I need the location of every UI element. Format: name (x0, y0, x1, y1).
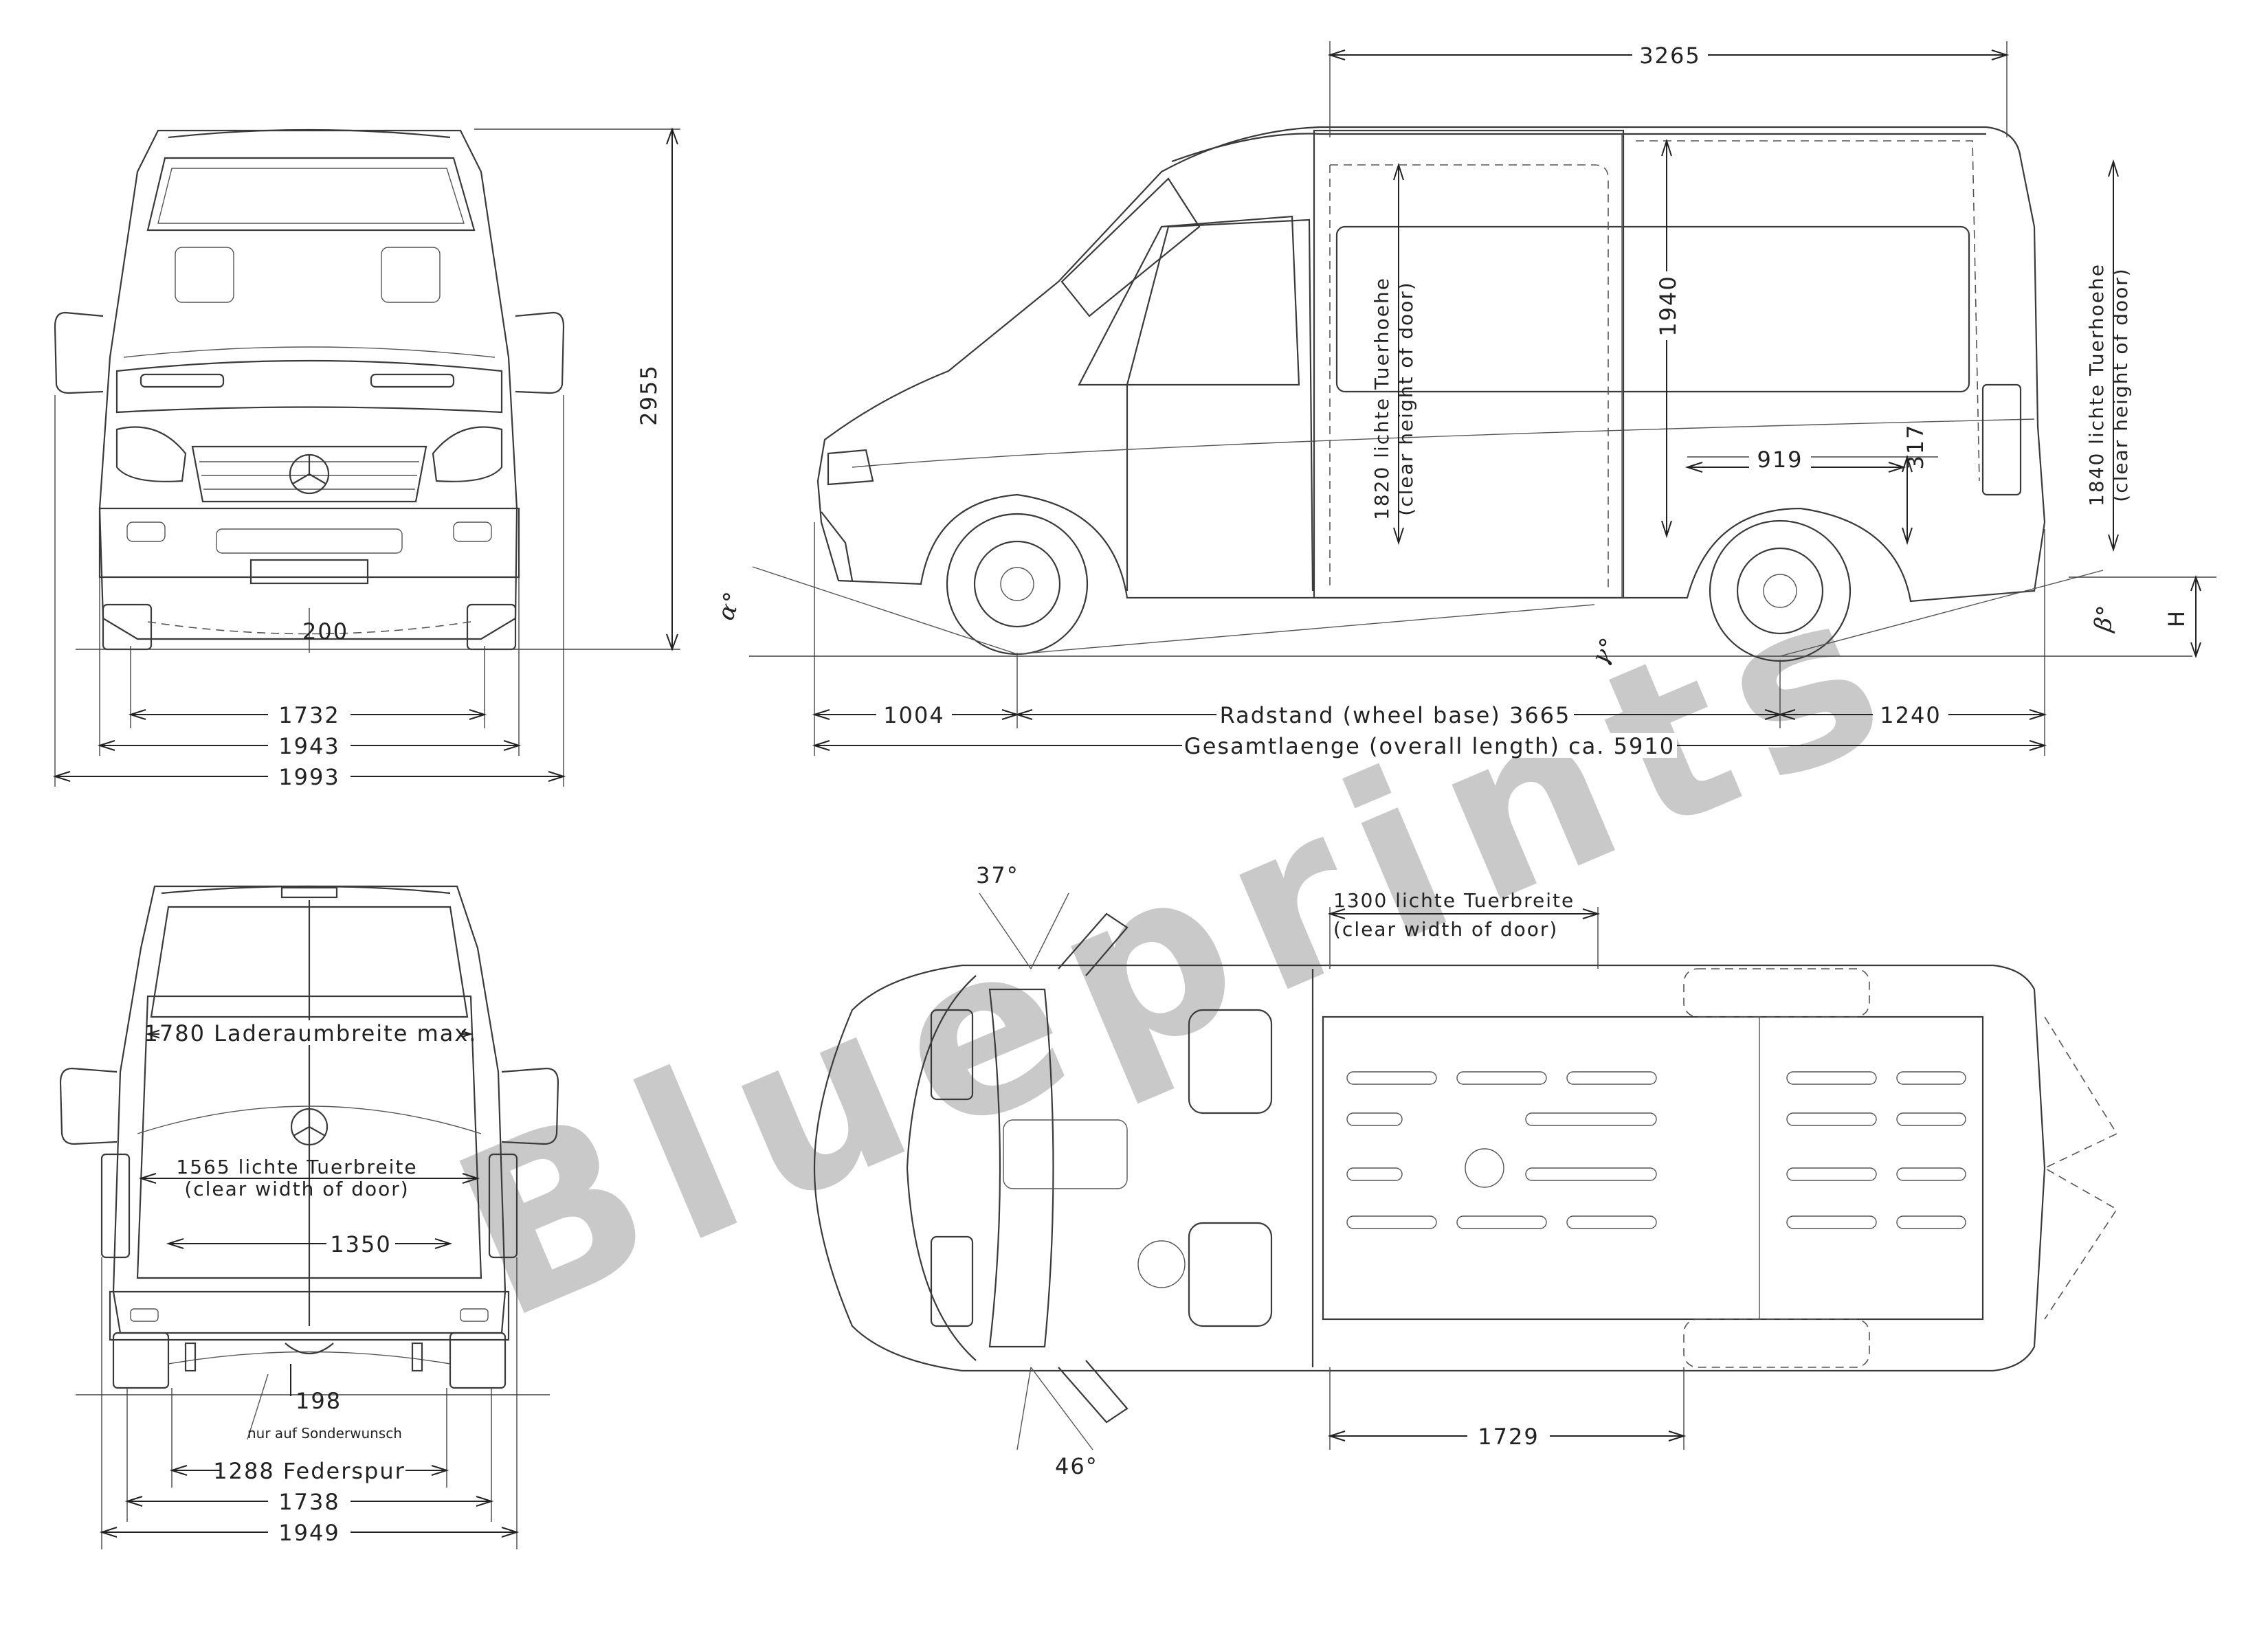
rear-mirror-width-label: 1949 (278, 1520, 340, 1546)
rear-mirror-right (501, 1067, 559, 1145)
front-tire-right (466, 603, 517, 651)
front-mirror-right (515, 311, 565, 394)
side-front-tire (946, 513, 1089, 655)
rear-door-width-label: 1565 lichte Tuerbreite (176, 1156, 417, 1178)
rear-overhang-label: 1240 (1880, 702, 1941, 728)
top-rear-doors-open (2043, 1016, 2118, 1320)
departure-angle-label: β° (2089, 604, 2120, 635)
front-view: 2955 200 1732 1943 1993 (52, 127, 680, 790)
front-body-outline (98, 129, 518, 640)
side-view: α° γ° β° H 3265 1940 1820 lichte Tuerhoe… (712, 41, 2216, 759)
front-fog-left (126, 521, 166, 542)
top-body-outline (813, 964, 2046, 1372)
height-h-label: H (2164, 609, 2190, 627)
top-cargo-floor (1322, 1016, 1984, 1321)
side-door-height-sub: (clear height of door) (1394, 281, 1417, 515)
top-front-door-open-right (1058, 1360, 1129, 1424)
side-rear-rim (1736, 547, 1824, 635)
rear-tire-right (449, 1332, 507, 1389)
rear-taillight-left (100, 1153, 131, 1259)
between-arches-label: 1350 (330, 1231, 391, 1257)
front-windshield (146, 157, 476, 232)
top-floor-rails (1346, 1071, 1966, 1229)
front-vent-right (370, 373, 455, 388)
side-cab-window (1078, 215, 1300, 386)
rear-window (150, 906, 469, 1018)
side-roof-rail (1171, 133, 1986, 163)
front-windshield-inner (157, 168, 465, 224)
side-headlight (827, 449, 874, 486)
top-front-door-open-left (1058, 912, 1129, 976)
front-grille (191, 445, 427, 503)
side-door-height-label: 1820 lichte Tuerhoehe (1370, 277, 1393, 520)
side-door-width-label: 1300 lichte Tuerbreite (1333, 889, 1575, 912)
front-headlight-left (115, 426, 187, 482)
front-hood (115, 359, 503, 414)
front-door-angle-label: 37° (976, 862, 1019, 888)
wheel-arch-length-label: 919 (1757, 447, 1803, 473)
front-seat-left (175, 247, 234, 303)
side-door-width-sub: (clear width of door) (1333, 918, 1558, 941)
front-bumper (98, 507, 520, 579)
load-floor-length-label: 1729 (1478, 1424, 1539, 1450)
front-plate (249, 559, 369, 585)
rear-clearance-label: 198 (296, 1388, 342, 1414)
rear-door-width-sub: (clear width of door) (184, 1178, 409, 1200)
front-mirror-width-label: 1993 (278, 764, 340, 790)
side-front-door (1126, 218, 1314, 592)
side-windshield (1060, 177, 1201, 317)
rear-door-height-sub: (clear height of door) (2109, 267, 2132, 502)
front-vent-left (140, 373, 225, 388)
cargo-height-label: 1940 (1655, 275, 1681, 336)
front-clearance-label: 200 (302, 618, 348, 644)
side-body-outline (816, 126, 2046, 603)
rear-roof (161, 885, 451, 895)
approach-angle-label: α° (712, 589, 747, 624)
rear-bumper (109, 1290, 510, 1341)
rear-door-angle-label: 46° (1055, 1453, 1098, 1479)
side-window (1335, 225, 1970, 393)
front-height-label: 2955 (636, 364, 662, 425)
wheel-arch-height-label: 317 (1902, 423, 1928, 469)
overall-length-label: Gesamtlaenge (overall length) ca. 5910 (1184, 733, 1675, 759)
rear-tire-left (112, 1332, 170, 1389)
top-vent-left (930, 1009, 974, 1101)
front-dashboard (123, 346, 496, 358)
top-wheelhouse-right (1683, 1319, 1870, 1368)
rear-door-frame (136, 995, 482, 1279)
rear-door-height-label: 1840 lichte Tuerhoehe (2085, 263, 2108, 506)
roof-length-label: 3265 (1639, 43, 1700, 69)
front-track-label: 1732 (278, 702, 340, 728)
front-fog-right (453, 521, 492, 542)
side-rear-lamp (1981, 383, 2022, 496)
side-front-rim (973, 540, 1061, 628)
optional-note-label: nur auf Sonderwunsch (247, 1425, 402, 1442)
rear-track-label: 1738 (278, 1489, 340, 1515)
top-wheelhouse-left (1683, 968, 1870, 1018)
load-width-label: 1780 Laderaumbreite max. (144, 1020, 478, 1046)
front-lower-grille (216, 528, 403, 554)
front-mirror-left (54, 311, 104, 394)
top-windshield (988, 988, 1054, 1348)
top-hood (906, 975, 977, 1361)
spring-track-label: 1288 Federspur (213, 1458, 405, 1484)
front-overhang-label: 1004 (883, 702, 944, 728)
rear-spoiler (280, 886, 338, 899)
side-sliding-door (1313, 129, 1625, 599)
front-body-width-label: 1943 (278, 733, 340, 759)
top-driver-seat (1188, 1009, 1273, 1114)
front-seat-right (381, 247, 441, 303)
rear-view: 1780 Laderaumbreite max. 1565 lichte Tue… (59, 885, 559, 1549)
rear-mirror-left (59, 1067, 118, 1145)
front-headlight-right (432, 426, 503, 482)
wheelbase-label: Radstand (wheel base) 3665 (1220, 702, 1571, 728)
top-vent-right (930, 1235, 974, 1327)
side-front-bumper (821, 511, 854, 581)
front-roof (168, 128, 451, 139)
top-view: 37° 46° 1300 lichte Tuerbreite (clear wi… (813, 862, 2118, 1479)
rear-taillight-right (488, 1153, 518, 1259)
front-tire-left (102, 603, 153, 651)
top-passenger-seat (1188, 1222, 1273, 1327)
